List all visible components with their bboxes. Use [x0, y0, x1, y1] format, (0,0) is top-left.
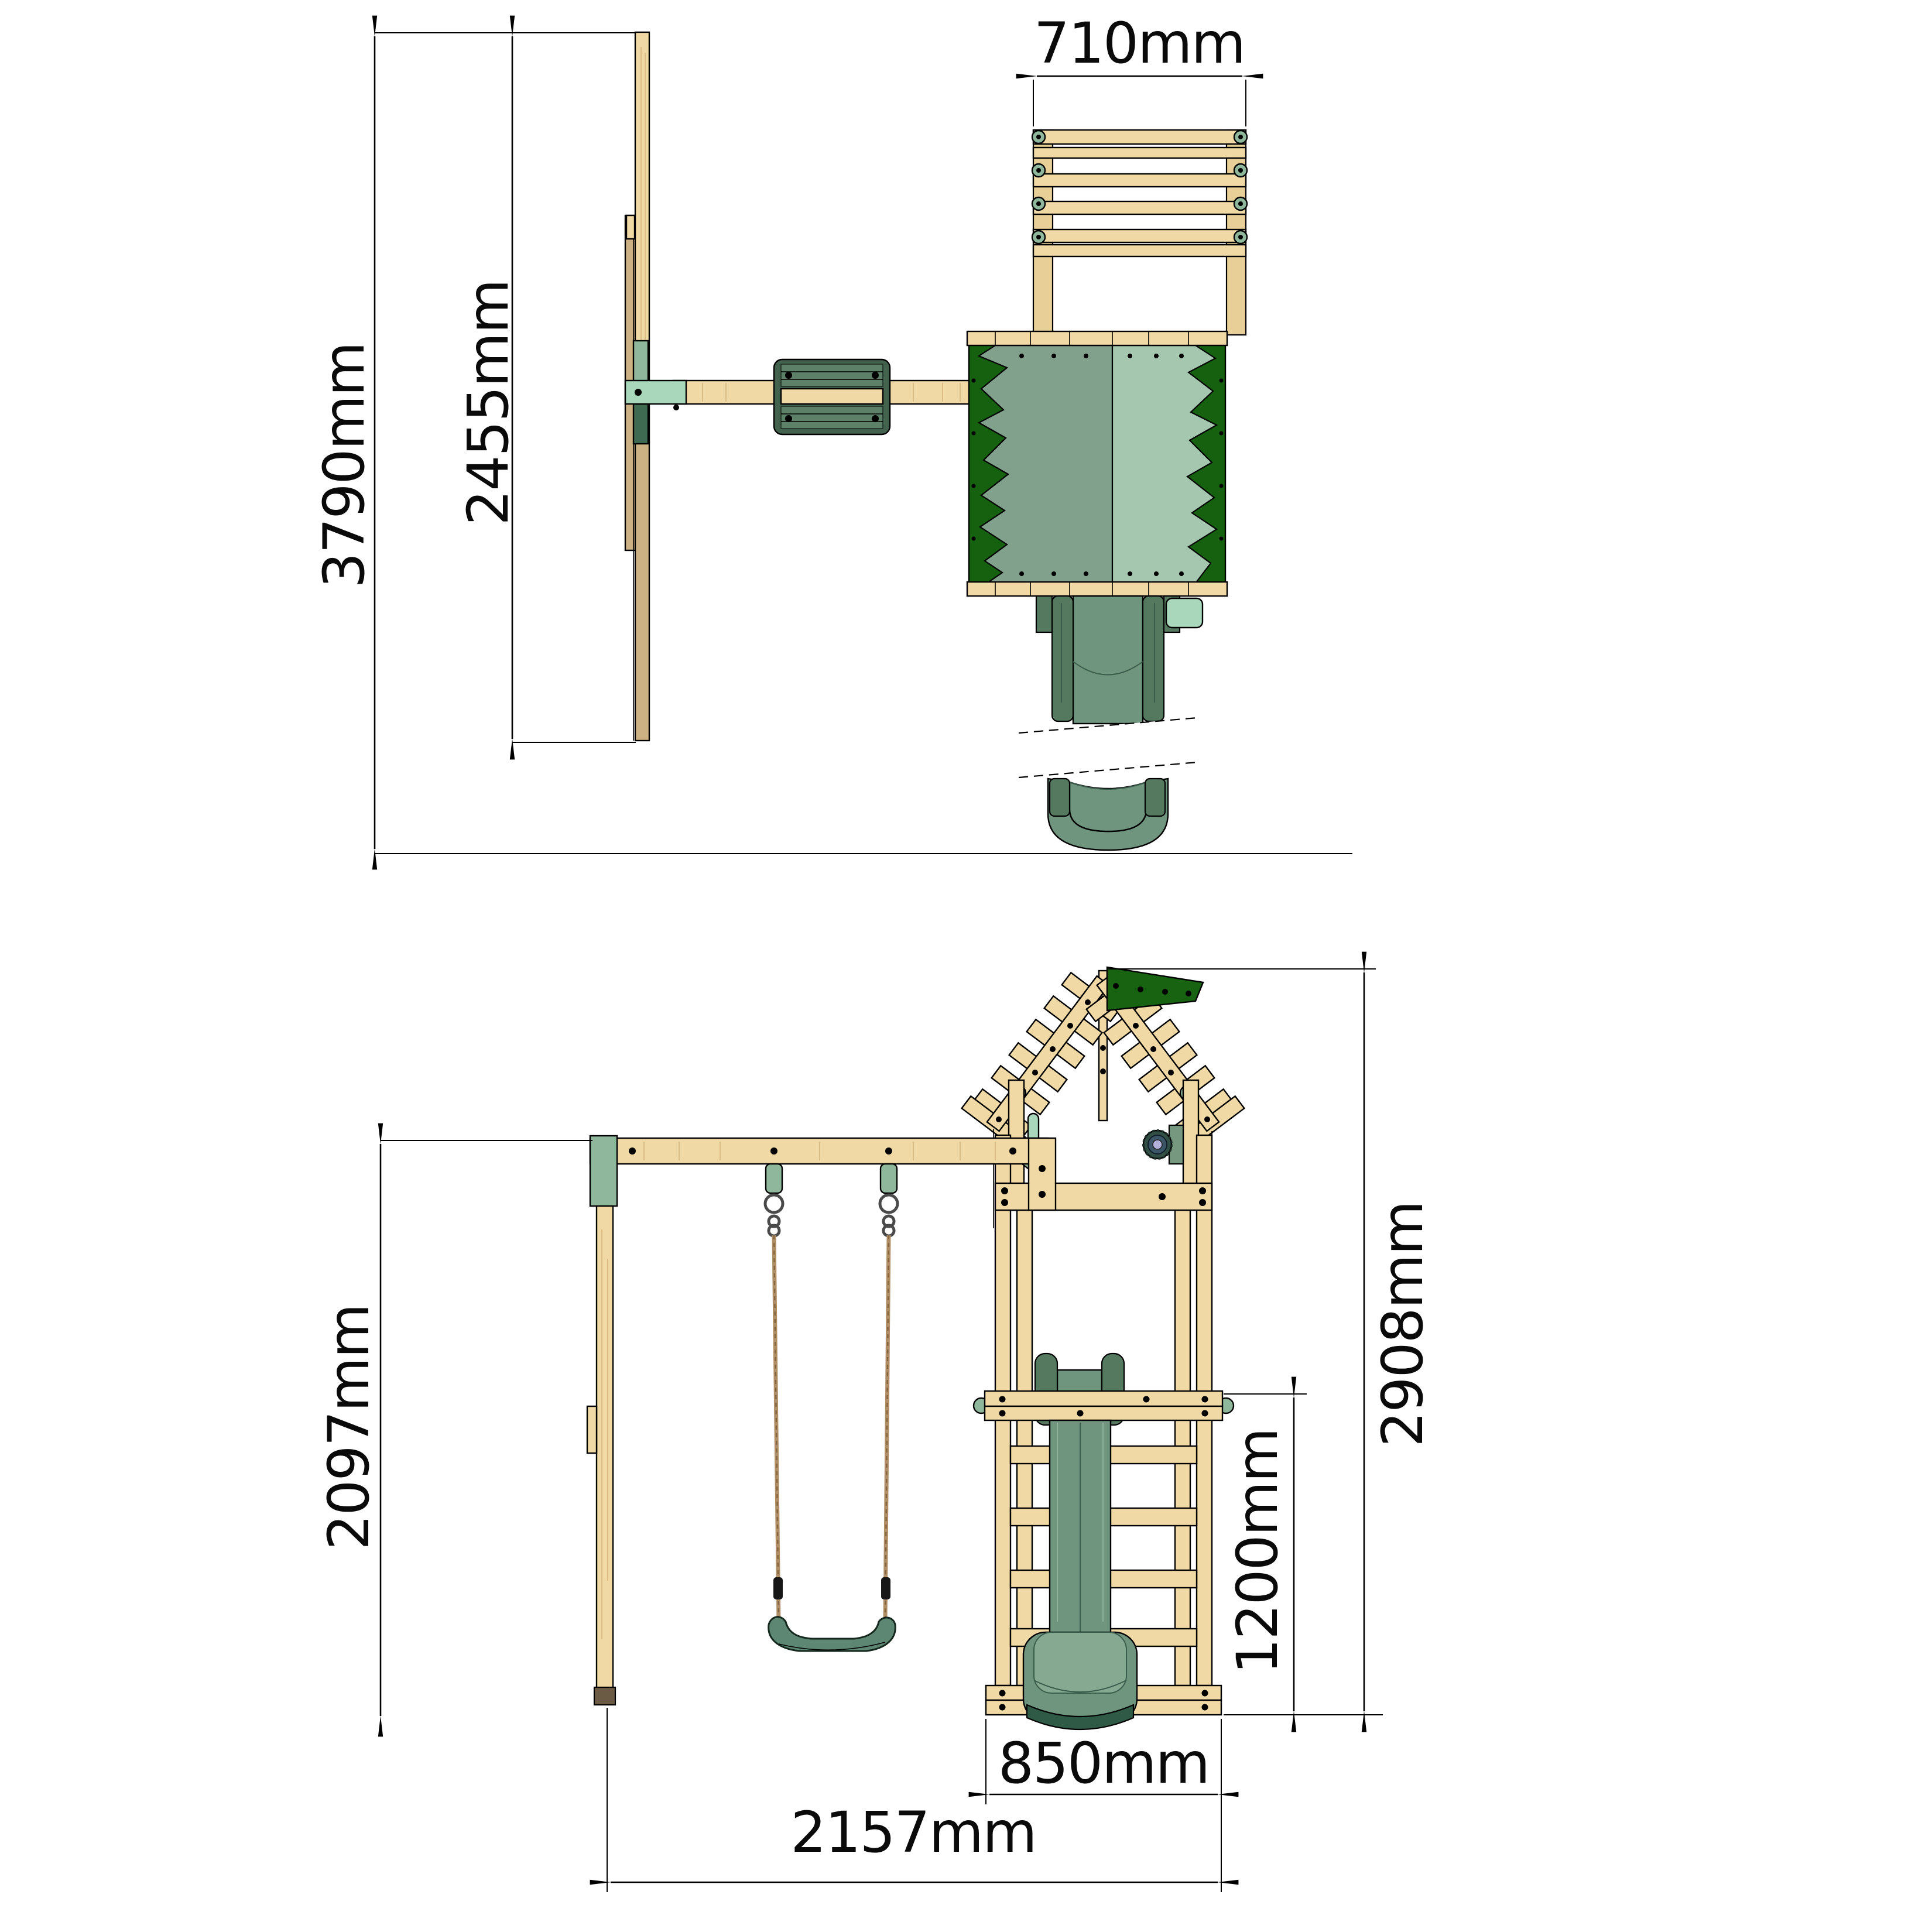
- swing-hanger-left: [763, 1147, 785, 1238]
- front-view-dimension-lines: [378, 951, 1383, 1892]
- beam-end-bracket: [589, 1135, 618, 1207]
- dim-label-overall-height: 2908mm: [1370, 1201, 1436, 1447]
- roof-left-rafter: [960, 971, 1121, 1153]
- swing-hanger-right: [878, 1147, 899, 1238]
- dim-label-swing-beam-height: 2097mm: [316, 1304, 382, 1550]
- top-view: [372, 15, 1352, 870]
- dim-label-swing-frame-depth: 2455mm: [455, 280, 521, 526]
- front-view-swing-beam: [589, 1135, 1213, 1211]
- front-view-slide: [1022, 1419, 1138, 1731]
- front-view-swing: [586, 1147, 899, 1706]
- dim-label-tower-base-width: 850mm: [998, 1731, 1210, 1796]
- top-view-dimension-lines: [372, 15, 1352, 870]
- top-view-swing-hanger: [773, 358, 891, 436]
- dim-label-overall-depth: 3790mm: [311, 342, 377, 588]
- front-view: [378, 951, 1383, 1892]
- beam-bracket: [624, 379, 687, 405]
- dim-label-overall-width: 2157mm: [790, 1800, 1037, 1865]
- front-view-platform: [972, 1390, 1235, 1421]
- top-view-ladder: [1031, 129, 1248, 336]
- post-foot: [593, 1686, 616, 1706]
- swing-seat: [768, 1616, 896, 1652]
- top-view-swing-beam: [624, 358, 971, 436]
- dim-label-ladder-width: 710mm: [1033, 11, 1246, 76]
- dim-label-platform-height: 1200mm: [1225, 1429, 1290, 1674]
- top-view-slide-end: [1047, 777, 1169, 851]
- ladder-cap-bolts: [1031, 129, 1248, 245]
- top-view-tower: [966, 330, 1228, 597]
- top-view-slide: [1018, 595, 1204, 851]
- slide-exit-bracket: [1165, 597, 1204, 629]
- steering-wheel: [1142, 1124, 1184, 1165]
- panel-screws: [971, 354, 1224, 576]
- flag: [1106, 966, 1204, 1012]
